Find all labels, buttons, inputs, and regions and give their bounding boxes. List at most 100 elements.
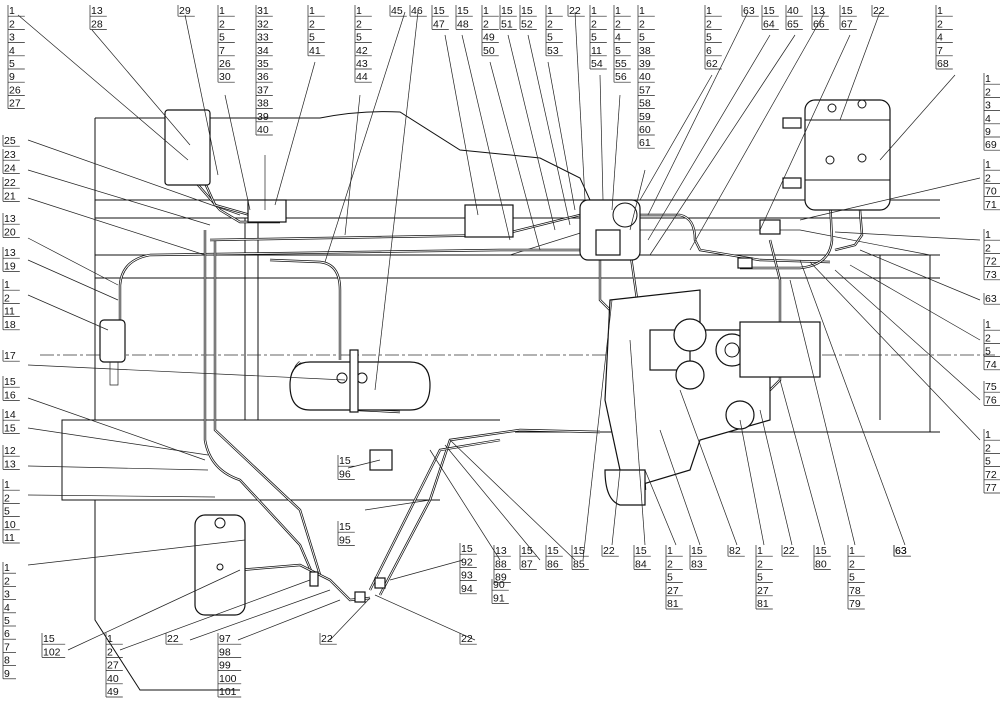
- callout-number: 35: [257, 58, 269, 70]
- callout-number: 40: [639, 71, 651, 83]
- coupling-c: [309, 571, 319, 587]
- callout-number: 63: [895, 545, 907, 557]
- callout-number: 15: [339, 455, 351, 467]
- callout-number: 55: [615, 58, 627, 70]
- callout-number: 1: [4, 479, 10, 491]
- callout-number: 58: [639, 98, 651, 110]
- leader-lines: [17, 11, 981, 651]
- callout-number: 2: [483, 18, 489, 30]
- callout-number: 22: [603, 545, 615, 557]
- callout-number: 79: [849, 598, 861, 610]
- callout-number: 16: [4, 389, 16, 401]
- callout-number: 15: [339, 521, 351, 533]
- callout-c22-b1: 22: [165, 633, 183, 645]
- callout-number: 19: [4, 260, 16, 272]
- callout-number: 77: [985, 482, 997, 494]
- callout-c22-top: 22: [567, 5, 585, 17]
- callout-number: 37: [257, 84, 269, 96]
- callout-number: 72: [985, 256, 997, 268]
- callout-c22-b3: 22: [459, 633, 477, 645]
- callout-number: 73: [985, 269, 997, 281]
- callout-number: 15: [691, 545, 703, 557]
- callout-number: 2: [4, 575, 10, 587]
- callout-number: 27: [757, 585, 769, 597]
- callout-number: 83: [691, 558, 703, 570]
- callout-number: 26: [9, 84, 21, 96]
- callout-number: 21: [4, 190, 16, 202]
- callout-number: 1: [591, 5, 597, 17]
- callout-number: 26: [219, 58, 231, 70]
- compressor-housing: [739, 321, 821, 378]
- callout-number: 1: [639, 5, 645, 17]
- callout-number: 49: [483, 32, 495, 44]
- callout-number: 43: [356, 58, 368, 70]
- callout-number: 1: [706, 5, 712, 17]
- callout-number: 2: [985, 332, 991, 344]
- callout-number: 15: [841, 5, 853, 17]
- callout-number: 2: [591, 18, 597, 30]
- callout-number: 1: [107, 633, 113, 645]
- callout-number: 65: [787, 18, 799, 30]
- callout-number: 7: [4, 641, 10, 653]
- callout-number: 48: [457, 18, 469, 30]
- callout-number: 75: [985, 381, 997, 393]
- callout-number: 1: [985, 73, 991, 85]
- callout-number: 57: [639, 84, 651, 96]
- callout-number: 38: [639, 45, 651, 57]
- fitting-right-upper: [759, 219, 781, 235]
- callout-number: 5: [615, 45, 621, 57]
- callout-number: 23: [4, 149, 16, 161]
- callout-number: 76: [985, 394, 997, 406]
- callout-number: 63: [743, 5, 755, 17]
- top-middle-unit: [464, 204, 514, 238]
- callout-number: 81: [757, 598, 769, 610]
- callout-number: 15: [4, 376, 16, 388]
- callout-number: 1: [4, 562, 10, 574]
- callout-number: 7: [937, 45, 943, 57]
- callout-number: 49: [107, 686, 119, 698]
- tank-valve-lower: [782, 177, 802, 189]
- callout-number: 15: [4, 422, 16, 434]
- callout-number: 56: [615, 71, 627, 83]
- callout-number: 6: [706, 45, 712, 57]
- callout-number: 2: [4, 492, 10, 504]
- callout-number: 5: [639, 32, 645, 44]
- callout-c63-bm: 63: [893, 545, 911, 557]
- callout-number: 96: [339, 468, 351, 480]
- components: [99, 99, 891, 616]
- callout-number: 67: [841, 18, 853, 30]
- callout-number: 39: [639, 58, 651, 70]
- callout-number: 13: [91, 5, 103, 17]
- callout-number: 15: [461, 543, 473, 555]
- callout-number: 5: [9, 58, 15, 70]
- callout-number: 24: [4, 162, 16, 174]
- callout-number: 87: [521, 558, 533, 570]
- callout-number: 1: [615, 5, 621, 17]
- callout-number: 20: [4, 226, 16, 238]
- callout-number: 2: [309, 18, 315, 30]
- callout-number: 5: [757, 572, 763, 584]
- callout-number: 89: [495, 572, 507, 584]
- callout-c63-r: 63: [983, 293, 1000, 305]
- callout-number: 59: [639, 111, 651, 123]
- callout-number: 11: [4, 532, 15, 544]
- callout-number: 13: [813, 5, 825, 17]
- callout-number: 99: [219, 660, 231, 672]
